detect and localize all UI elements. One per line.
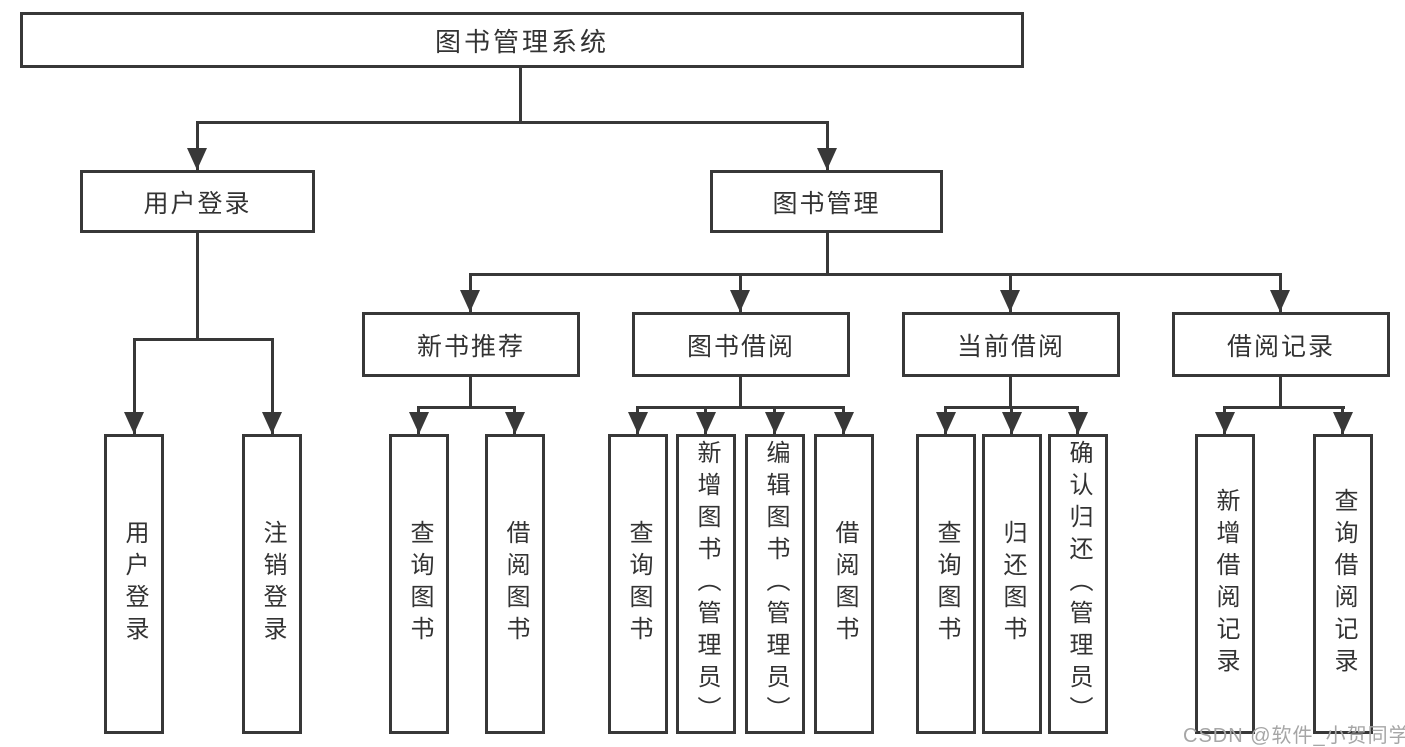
arrowhead-icon — [505, 412, 525, 434]
connector-line — [519, 68, 522, 121]
node-book-borrowing: 图书借阅 — [632, 312, 850, 377]
arrowhead-icon — [765, 412, 785, 434]
arrowhead-icon — [1000, 290, 1020, 312]
arrowhead-icon — [187, 148, 207, 170]
connector-line — [417, 406, 516, 409]
arrowhead-icon — [696, 412, 716, 434]
node-book-management: 图书管理 — [710, 170, 943, 233]
arrowhead-icon — [628, 412, 648, 434]
connector-line — [196, 121, 199, 170]
connector-line — [133, 338, 136, 434]
arrowhead-icon — [460, 290, 480, 312]
leaf-add-book-admin: 新增图书（管理员） — [676, 434, 736, 734]
arrowhead-icon — [834, 412, 854, 434]
leaf-newbook-borrow-books: 借阅图书 — [485, 434, 545, 734]
connector-line — [133, 338, 274, 341]
arrowhead-icon — [1333, 412, 1353, 434]
arrowhead-icon — [817, 148, 837, 170]
leaf-return-book: 归还图书 — [982, 434, 1042, 734]
arrowhead-icon — [1215, 412, 1235, 434]
connector-line — [1009, 377, 1012, 406]
leaf-borrow-query-books: 查询图书 — [608, 434, 668, 734]
node-current-borrowing: 当前借阅 — [902, 312, 1120, 377]
arrowhead-icon — [1068, 412, 1088, 434]
arrowhead-icon — [1270, 290, 1290, 312]
connector-line — [196, 233, 199, 338]
arrowhead-icon — [936, 412, 956, 434]
arrowhead-icon — [409, 412, 429, 434]
node-user-login: 用户登录 — [80, 170, 315, 233]
leaf-logout: 注销登录 — [242, 434, 302, 734]
leaf-query-borrow-record: 查询借阅记录 — [1313, 434, 1373, 734]
connector-line — [1279, 377, 1282, 406]
arrowhead-icon — [730, 290, 750, 312]
connector-line — [826, 121, 829, 170]
node-library-system: 图书管理系统 — [20, 12, 1024, 68]
connector-line — [271, 338, 274, 434]
connector-line — [826, 233, 829, 273]
connector-line — [739, 377, 742, 406]
connector-line — [196, 121, 829, 124]
leaf-confirm-return-admin: 确认归还（管理员） — [1048, 434, 1108, 734]
connector-line — [636, 406, 845, 409]
node-borrowing-records: 借阅记录 — [1172, 312, 1390, 377]
connector-line — [1223, 406, 1345, 409]
arrowhead-icon — [262, 412, 282, 434]
watermark: CSDN @软件_小贺同学 — [1183, 725, 1405, 747]
leaf-current-query-books: 查询图书 — [916, 434, 976, 734]
leaf-edit-book-admin: 编辑图书（管理员） — [745, 434, 805, 734]
arrowhead-icon — [124, 412, 144, 434]
connector-line — [469, 273, 1282, 276]
connector-line — [469, 377, 472, 406]
arrowhead-icon — [1002, 412, 1022, 434]
node-new-book-recommend: 新书推荐 — [362, 312, 580, 377]
leaf-borrow-borrow-books: 借阅图书 — [814, 434, 874, 734]
leaf-add-borrow-record: 新增借阅记录 — [1195, 434, 1255, 734]
leaf-newbook-query-books: 查询图书 — [389, 434, 449, 734]
leaf-user-login: 用户登录 — [104, 434, 164, 734]
